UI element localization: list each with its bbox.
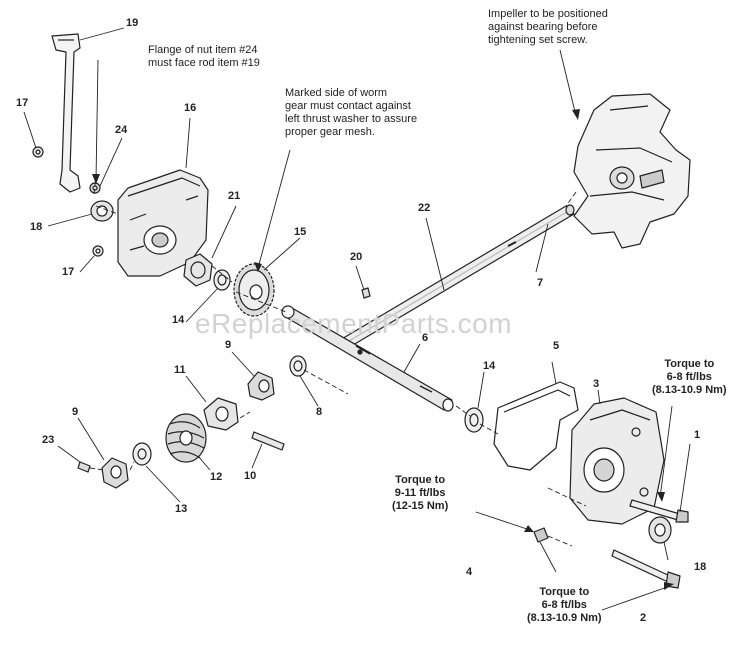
callout-10: 10 xyxy=(244,470,257,482)
callout-18-lower: 18 xyxy=(694,561,707,573)
key-part-20 xyxy=(361,287,371,299)
callout-1: 1 xyxy=(694,429,701,441)
callout-9-upper: 9 xyxy=(225,339,232,351)
nut-part-17-upper xyxy=(32,146,44,158)
nut-part-24 xyxy=(89,182,101,194)
washer-part-13 xyxy=(132,442,152,466)
arrowheads xyxy=(92,109,674,590)
watermark: eReplacementParts.com xyxy=(195,308,513,339)
bolt-part-2 xyxy=(611,549,681,589)
bearing-part-18-upper xyxy=(90,200,114,222)
left-housing-part-16 xyxy=(117,169,209,277)
worm-part-12 xyxy=(165,413,207,463)
tube-shaft-part-6 xyxy=(281,305,454,412)
bearing-part-9-lower xyxy=(101,457,129,489)
callout-21: 21 xyxy=(228,190,241,202)
callout-19: 19 xyxy=(126,17,139,29)
callout-8: 8 xyxy=(316,406,323,418)
callout-6: 6 xyxy=(422,332,429,344)
collar-part-11 xyxy=(203,397,239,431)
callout-13: 13 xyxy=(175,503,188,515)
callout-14-lower: 14 xyxy=(483,360,496,372)
callout-16: 16 xyxy=(184,102,197,114)
bushing-part-21 xyxy=(183,253,213,287)
screw-part-23 xyxy=(77,461,91,473)
plug-part-4 xyxy=(533,527,549,543)
callout-20: 20 xyxy=(350,251,363,263)
callout-4: 4 xyxy=(466,566,473,578)
callout-7: 7 xyxy=(537,277,544,289)
bolt-part-1 xyxy=(629,499,689,523)
callout-12: 12 xyxy=(210,471,223,483)
callout-11: 11 xyxy=(174,364,186,376)
assembly-axis-lines xyxy=(89,175,587,547)
washer-part-8 xyxy=(289,355,307,377)
callout-15: 15 xyxy=(294,226,307,238)
worm-gear-part-15 xyxy=(233,263,275,317)
impeller-assembly xyxy=(573,93,691,249)
rod-part-19 xyxy=(51,33,81,193)
bearing-part-9-upper xyxy=(247,371,275,401)
bearing-part-18-lower xyxy=(648,516,672,544)
pin-part-10 xyxy=(251,431,285,451)
callout-3: 3 xyxy=(593,378,600,390)
callout-14-upper: 14 xyxy=(172,314,185,326)
callout-2: 2 xyxy=(640,612,647,624)
gasket-part-5 xyxy=(493,381,579,471)
callout-23: 23 xyxy=(42,434,55,446)
callout-17-upper: 17 xyxy=(16,97,29,109)
washer-part-14-lower xyxy=(464,407,484,433)
leader-lines xyxy=(23,27,691,611)
callout-17-lower: 17 xyxy=(62,266,75,278)
callout-24: 24 xyxy=(115,124,128,136)
right-housing-part-3 xyxy=(569,397,665,525)
callout-22: 22 xyxy=(418,202,431,214)
washer-part-14-upper xyxy=(213,269,231,291)
callout-18-upper: 18 xyxy=(30,221,43,233)
callout-9-lower: 9 xyxy=(72,406,79,418)
callout-5: 5 xyxy=(553,340,560,352)
nut-part-17-lower xyxy=(92,245,104,257)
